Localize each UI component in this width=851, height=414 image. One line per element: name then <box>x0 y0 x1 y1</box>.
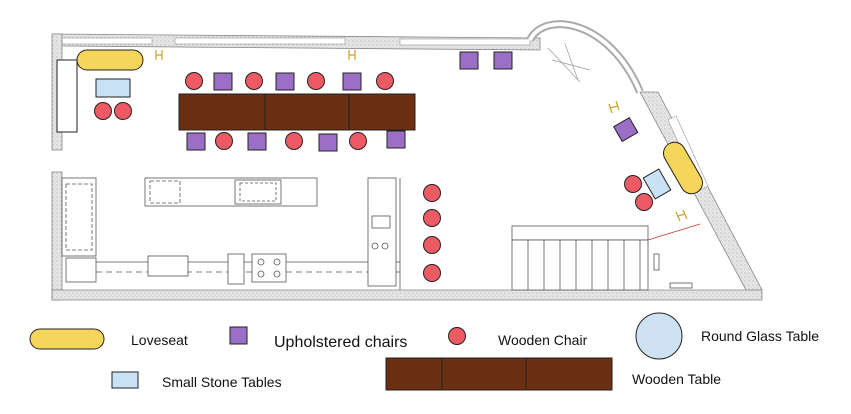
wooden-chair <box>245 72 263 90</box>
bay-curve <box>526 20 644 94</box>
wooden-table <box>348 93 416 131</box>
counter-left-inner <box>65 183 93 251</box>
upholstered-chair <box>386 130 406 149</box>
loveseat <box>76 49 144 71</box>
stairs-landing <box>511 225 649 241</box>
counter-left <box>61 177 97 257</box>
fridge <box>227 253 245 285</box>
stone-table <box>642 168 672 200</box>
legend-wooden-table-swatch <box>525 357 613 391</box>
upholstered-chair <box>493 51 513 70</box>
legend-upholstered-label: Upholstered chairs <box>274 334 407 351</box>
legend-wooden-table-swatch <box>441 357 527 391</box>
stone-table <box>95 78 131 98</box>
loveseat <box>663 141 703 195</box>
legend-upholstered-swatch <box>229 326 248 345</box>
burner <box>257 270 265 278</box>
wooden-chair <box>185 72 203 90</box>
upholstered-chair <box>342 72 362 91</box>
upholstered-chairs <box>186 51 639 152</box>
wooden-chair <box>635 193 653 211</box>
upholstered-chair <box>613 117 639 143</box>
top-window <box>174 37 346 45</box>
legend-stone-swatch <box>111 371 139 389</box>
wooden-chair <box>376 72 394 90</box>
counter-right-knob <box>381 242 389 250</box>
counter-corner <box>65 257 97 283</box>
wooden-chair <box>215 132 233 150</box>
bay-curve-inner <box>528 22 642 93</box>
walls <box>51 20 763 301</box>
left-wall-lower <box>51 171 63 301</box>
wooden-chair <box>285 132 303 150</box>
bottom-wall <box>51 289 763 301</box>
wooden-table <box>178 93 266 131</box>
door-marker <box>348 50 356 60</box>
rope-line <box>647 223 701 241</box>
wooden-chair <box>307 72 325 90</box>
wooden-chair <box>423 264 441 282</box>
wooden-chair <box>624 175 642 193</box>
top-window <box>399 38 531 46</box>
upholstered-chair <box>213 72 233 91</box>
legend-loveseat-swatch <box>29 328 105 350</box>
legend: Loveseat Upholstered chairs Wooden Chair… <box>29 312 819 391</box>
counter-right-sink <box>371 215 391 229</box>
upholstered-chair <box>459 51 479 70</box>
burner <box>257 258 265 266</box>
wooden-chair <box>349 132 367 150</box>
kitchen-area <box>61 177 401 290</box>
upholstered-chair <box>186 132 206 151</box>
legend-wooden-table-swatch <box>385 357 443 391</box>
bay-door <box>547 43 591 83</box>
stairs-post <box>653 253 660 271</box>
left-bench <box>56 59 78 133</box>
top-window <box>61 37 153 45</box>
counter-right-knob <box>371 242 379 250</box>
island-sink-inner <box>239 182 277 202</box>
upholstered-chair <box>275 72 295 91</box>
legend-round-glass-label: Round Glass Table <box>701 328 819 344</box>
door-marker <box>155 50 163 60</box>
right-wall <box>639 91 763 291</box>
island-inner <box>149 180 181 204</box>
wooden-chair <box>94 102 112 120</box>
wooden-chair <box>423 209 441 227</box>
upholstered-chair <box>247 132 267 151</box>
stairs-body <box>511 239 649 291</box>
island-sink <box>234 179 282 205</box>
legend-loveseat-label: Loveseat <box>131 332 188 348</box>
wooden-chair <box>114 102 132 120</box>
floor-vent <box>669 282 693 289</box>
burner-block <box>251 253 287 283</box>
burner <box>273 258 281 266</box>
legend-wooden-chair-swatch <box>448 327 466 345</box>
burner <box>273 270 281 278</box>
island-top <box>144 177 318 207</box>
wooden-chair <box>423 236 441 254</box>
upholstered-chair <box>318 133 338 152</box>
legend-wooden-chair-label: Wooden Chair <box>498 332 588 348</box>
door-marker <box>608 100 620 114</box>
door-markers <box>155 50 688 222</box>
wooden-chairs <box>94 72 653 282</box>
legend-stone-label: Small Stone Tables <box>162 374 282 390</box>
counter-right <box>367 177 397 287</box>
wooden-table-group <box>178 93 416 131</box>
legend-wooden-table-label: Wooden Table <box>632 371 721 387</box>
door-marker <box>675 209 688 222</box>
wooden-chair <box>423 184 441 202</box>
legend-round-glass-swatch <box>635 312 683 360</box>
stairs <box>511 223 701 291</box>
wooden-table <box>264 93 350 131</box>
stove <box>147 255 189 277</box>
